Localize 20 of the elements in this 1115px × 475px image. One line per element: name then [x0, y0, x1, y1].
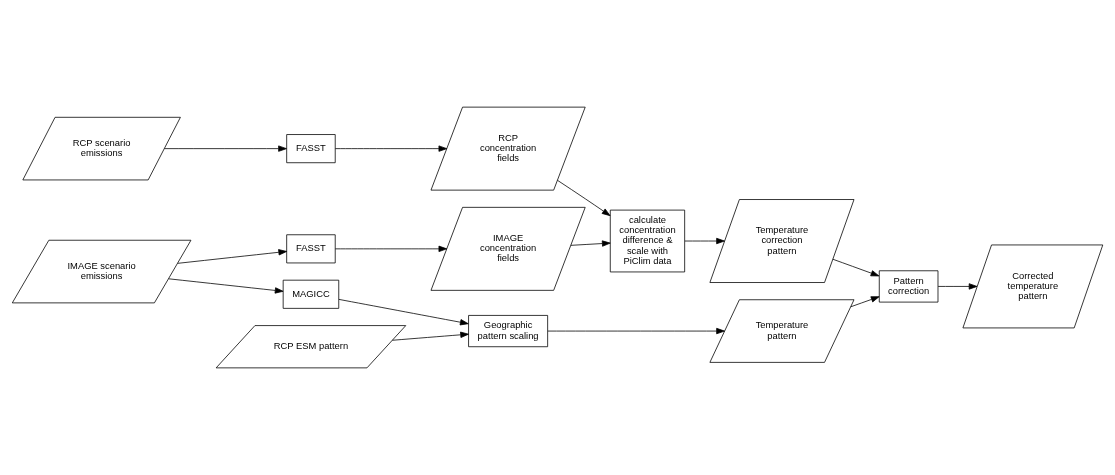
- arrow: [557, 179, 611, 216]
- node-box: calculate concentration difference & scale with PiClim data: [609, 209, 686, 273]
- arrow: [684, 237, 725, 245]
- node-box: FASST: [286, 234, 336, 264]
- arrow: [164, 145, 287, 152]
- arrow: [177, 249, 287, 264]
- arrow: [547, 327, 725, 335]
- arrow: [937, 283, 978, 290]
- arrow: [334, 145, 448, 152]
- arrow: [338, 299, 469, 326]
- node-box: Pattern correction: [878, 270, 939, 303]
- arrow: [168, 278, 284, 294]
- node-box: Geographic pattern scaling: [468, 315, 549, 348]
- arrow: [832, 258, 880, 277]
- node-box: MAGICC: [282, 279, 340, 309]
- arrow: [392, 331, 469, 341]
- arrow: [850, 296, 880, 308]
- node-box: FASST: [286, 134, 336, 164]
- arrow: [570, 240, 611, 247]
- arrow: [334, 245, 448, 252]
